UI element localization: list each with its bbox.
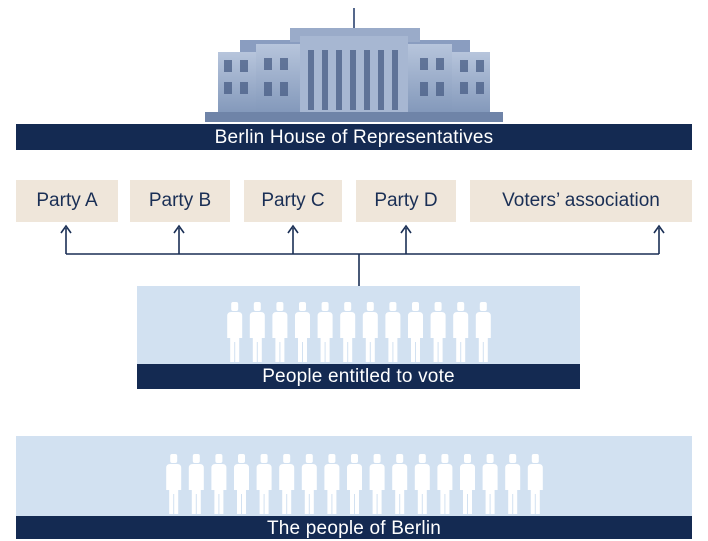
person-icon: [437, 454, 453, 514]
person-icon: [460, 454, 475, 514]
arrow-up-icon: [60, 224, 72, 234]
person-icon: [482, 454, 498, 514]
person-icon: [362, 302, 378, 362]
person-icon: [317, 302, 333, 362]
parliament-building-image: [205, 8, 503, 122]
party-box-c: Party C: [244, 180, 342, 222]
person-icon: [414, 454, 430, 514]
person-icon: [272, 302, 288, 362]
arrow-up-icon: [287, 224, 299, 234]
arrow-up-icon: [173, 224, 185, 234]
person-icon: [340, 302, 356, 362]
person-icon: [324, 454, 340, 514]
party-box-voters-association: Voters’ association: [470, 180, 692, 222]
person-icon: [234, 454, 249, 514]
person-icon: [369, 454, 385, 514]
person-icon: [347, 454, 362, 514]
person-icon: [392, 454, 408, 514]
parliament-banner: Berlin House of Representatives: [16, 124, 692, 150]
population-banner: The people of Berlin: [16, 516, 692, 539]
person-icon: [295, 302, 310, 362]
person-icon: [453, 302, 469, 362]
person-icon: [301, 454, 317, 514]
arrow-up-icon: [400, 224, 412, 234]
person-icon: [166, 454, 182, 514]
person-icon: [527, 454, 543, 514]
voters-panel: [137, 286, 580, 364]
party-box-b: Party B: [130, 180, 230, 222]
population-figures: [166, 454, 543, 514]
vote-connector: [60, 224, 665, 286]
person-icon: [475, 302, 491, 362]
party-box-a: Party A: [16, 180, 118, 222]
person-icon: [430, 302, 446, 362]
person-icon: [211, 454, 227, 514]
person-icon: [256, 454, 272, 514]
arrow-up-icon: [653, 224, 665, 234]
person-icon: [227, 302, 243, 362]
voters-banner: People entitled to vote: [137, 364, 580, 389]
party-box-d: Party D: [356, 180, 456, 222]
person-icon: [279, 454, 295, 514]
person-icon: [408, 302, 423, 362]
person-icon: [249, 302, 265, 362]
person-icon: [188, 454, 204, 514]
person-icon: [505, 454, 521, 514]
person-icon: [385, 302, 401, 362]
voters-figures: [227, 302, 491, 362]
